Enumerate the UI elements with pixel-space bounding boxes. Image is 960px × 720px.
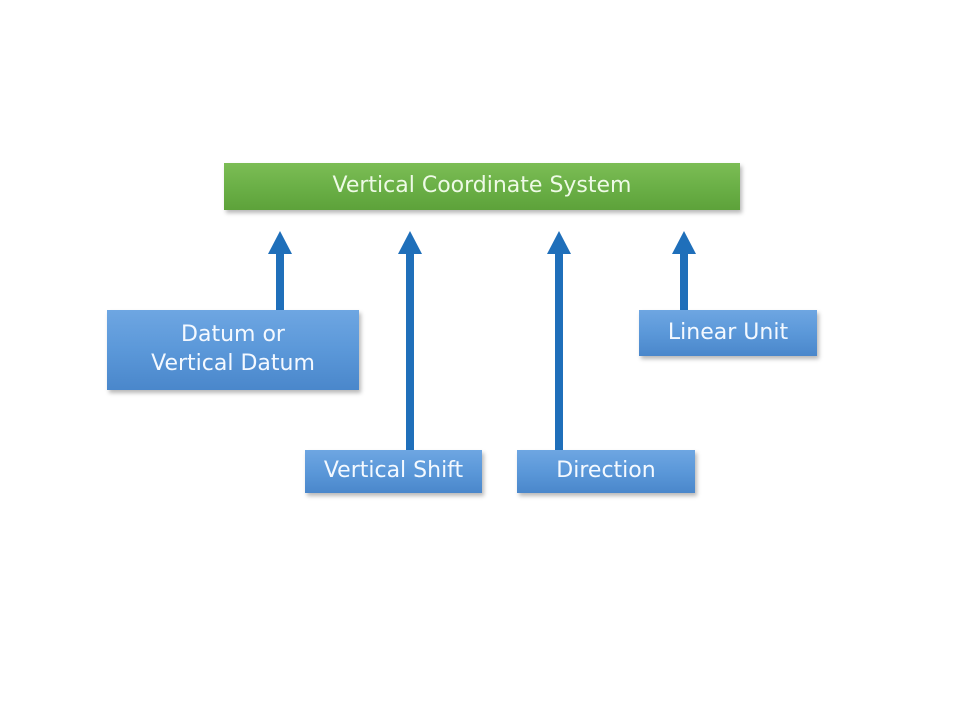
vertical-coordinate-system-node: Vertical Coordinate System xyxy=(224,163,740,210)
direction-label: Direction xyxy=(556,458,656,484)
datum-label: Datum or Vertical Datum xyxy=(151,321,315,378)
datum-label-line2: Vertical Datum xyxy=(151,351,315,376)
arrow-vertical-shift-to-vcs xyxy=(398,231,422,450)
linear-unit-label: Linear Unit xyxy=(667,319,789,345)
vertical-shift-label: Vertical Shift xyxy=(323,458,464,484)
linear-unit-node: Linear Unit xyxy=(639,310,817,356)
arrow-linear-unit-to-vcs xyxy=(672,231,696,310)
datum-label-line1: Datum or xyxy=(181,322,285,348)
vertical-coordinate-system-label: Vertical Coordinate System xyxy=(332,173,632,199)
direction-node: Direction xyxy=(517,450,695,493)
vertical-shift-node: Vertical Shift xyxy=(305,450,482,493)
arrow-datum-to-vcs xyxy=(268,231,292,310)
arrow-direction-to-vcs xyxy=(547,231,571,450)
datum-node: Datum or Vertical Datum xyxy=(107,310,359,390)
